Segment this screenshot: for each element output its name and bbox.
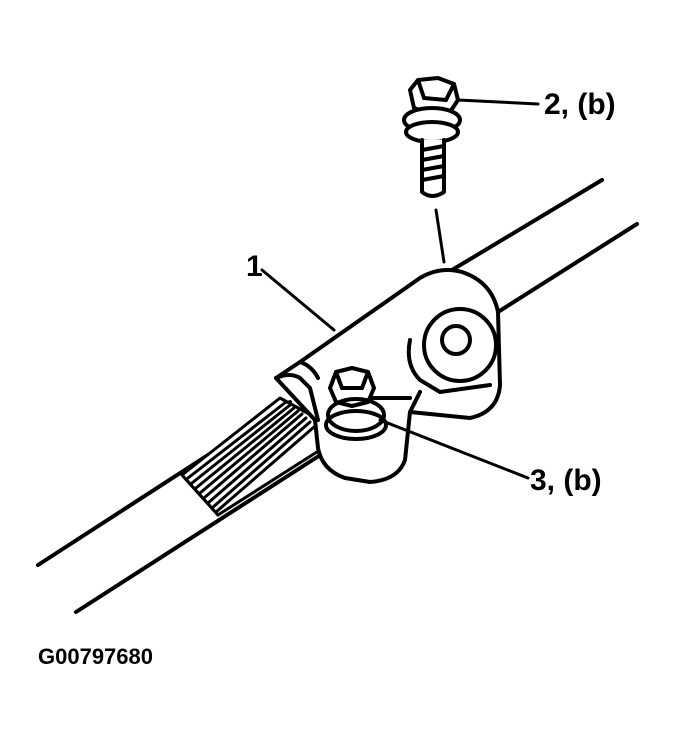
shaft-assembly bbox=[36, 76, 639, 614]
leader-line-3 bbox=[378, 418, 530, 480]
bolt-centerline bbox=[434, 208, 446, 264]
rod-lower-edge-left bbox=[74, 450, 327, 614]
pinch-bolt bbox=[324, 366, 388, 441]
callout-part-3: 3, (b) bbox=[530, 464, 602, 497]
spline-section bbox=[180, 396, 322, 517]
pivot-eye-inner bbox=[440, 324, 472, 356]
cap-screw bbox=[402, 76, 462, 198]
callout-part-2: 2, (b) bbox=[544, 88, 616, 121]
clamp-body bbox=[274, 268, 502, 484]
figure-id-label: G00797680 bbox=[38, 644, 153, 669]
callout-part-1: 1 bbox=[246, 250, 263, 283]
leader-line-2 bbox=[456, 98, 540, 106]
leader-line-1 bbox=[260, 268, 336, 332]
rod-upper-edge-right bbox=[450, 178, 604, 272]
pivot-eye-outer bbox=[422, 307, 498, 383]
rod-lower-edge-right bbox=[496, 222, 639, 314]
